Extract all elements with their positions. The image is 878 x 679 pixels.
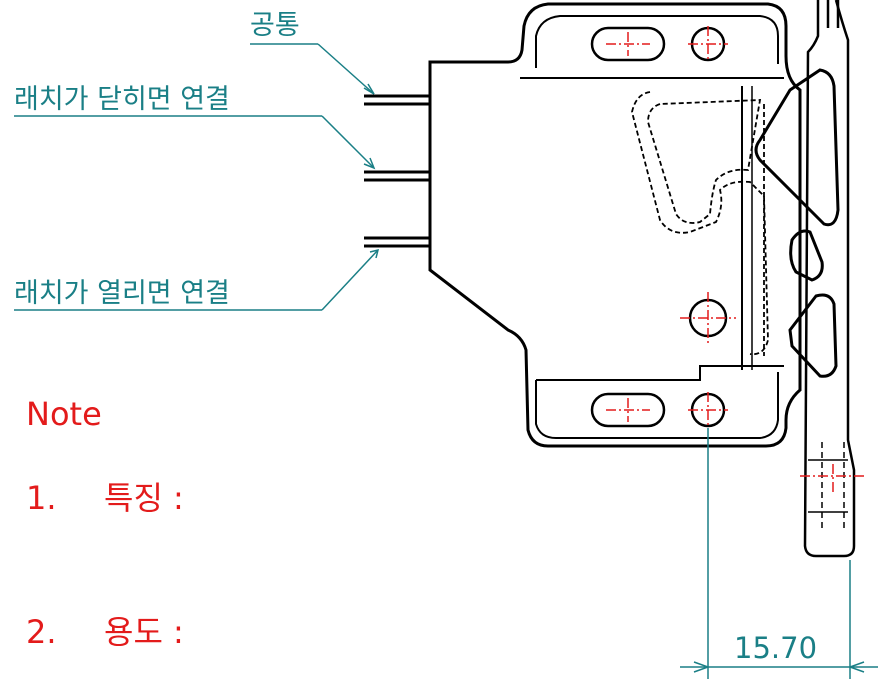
note-item2-number: 2.: [26, 613, 57, 651]
leader-lines: [14, 43, 380, 311]
note-title: Note: [26, 395, 102, 433]
dimension-value: 15.70: [734, 631, 818, 665]
label-latch-closed: 래치가 닫히면 연결: [14, 84, 230, 115]
terminal-pins: [364, 94, 430, 248]
note-item1-text: 특징 :: [104, 479, 184, 517]
dimension-15-70: [680, 428, 878, 679]
center-lines: [606, 26, 866, 492]
label-common: 공통: [250, 10, 300, 41]
note-item1-number: 1.: [26, 479, 57, 517]
label-latch-open: 래치가 열리면 연결: [14, 278, 230, 309]
strike-catch: [754, 68, 840, 378]
mounting-plate: [803, 0, 856, 558]
note-item2-text: 용도 :: [104, 613, 184, 651]
latch-body: [428, 2, 802, 448]
internal-lever-hidden: [631, 91, 769, 356]
